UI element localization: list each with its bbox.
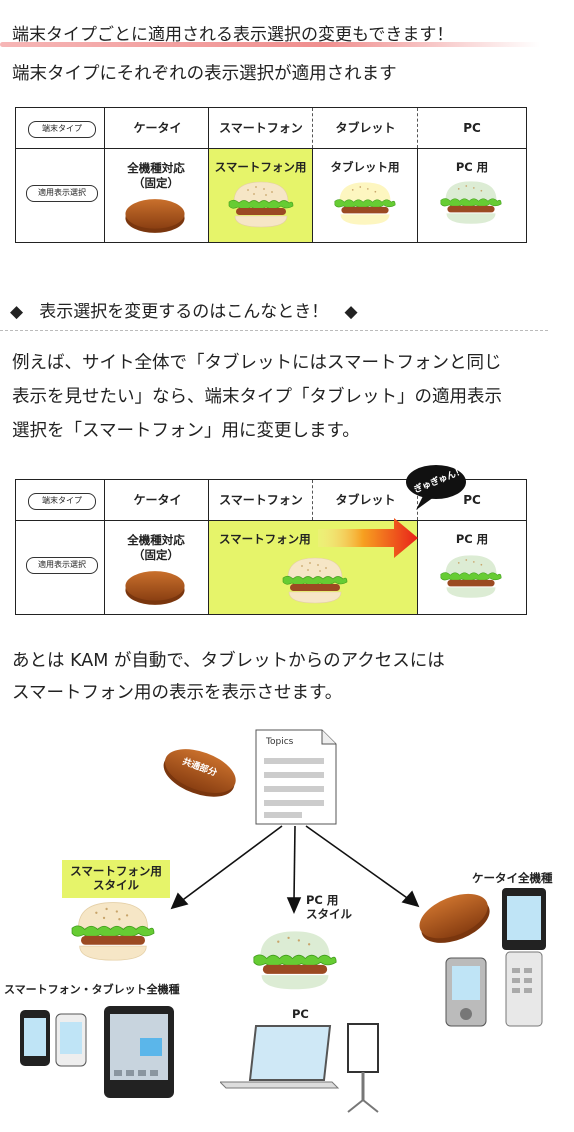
example-line-1: 例えば、サイト全体で「タブレットにはスマートフォンと同じ bbox=[12, 353, 502, 373]
pc-devices-icon bbox=[220, 1023, 379, 1113]
smartphone-tablet-devices-icon bbox=[20, 1006, 174, 1098]
cell-keitai: 全機種対応 （固定） bbox=[127, 161, 185, 190]
section-title-row: ◆ 表示選択を変更するのはこんなとき！ ◆ bbox=[10, 297, 358, 322]
row-label-display: 適用表示選択 bbox=[26, 185, 98, 202]
example-line-2: 表示を見せたい」なら、端末タイプ「タブレット」の適用表示 bbox=[12, 387, 502, 407]
col-tablet: タブレット bbox=[335, 121, 396, 135]
device-table-default: 端末タイプ ケータイ スマートフォン タブレット PC 適用表示選択 全機種対応… bbox=[15, 107, 527, 243]
diamond-icon: ◆ bbox=[344, 302, 358, 322]
divider bbox=[0, 330, 548, 331]
speech-bubble-icon bbox=[406, 465, 466, 510]
device-table-changed: 端末タイプ ケータイ スマートフォン タブレット PC 適用表示選択 全機種対応… bbox=[15, 479, 527, 615]
smart-tablet-all-label: スマートフォン・タブレット全機種 bbox=[4, 983, 180, 996]
heading-underline bbox=[0, 42, 540, 47]
burger-smartphone-icon bbox=[68, 900, 158, 964]
cell-pc: PC 用 bbox=[455, 160, 489, 174]
col-pc: PC bbox=[463, 493, 481, 507]
col-smartphone: スマートフォン bbox=[219, 121, 303, 135]
page-heading: 端末タイプごとに適用される表示選択の変更もできます！ bbox=[12, 25, 454, 45]
keitai-cookie-icon bbox=[419, 893, 490, 943]
intro-text: 端末タイプにそれぞれの表示選択が適用されます bbox=[12, 64, 397, 84]
table-header-row: 端末タイプ ケータイ スマートフォン タブレット PC bbox=[16, 108, 526, 149]
diamond-icon: ◆ bbox=[10, 302, 24, 322]
smart-style-label: スマートフォン用 スタイル bbox=[70, 864, 162, 892]
row-label-device: 端末タイプ bbox=[28, 121, 96, 138]
outro-line-2: スマートフォン用の表示を表示させます。 bbox=[12, 683, 343, 703]
burger-pc-icon bbox=[250, 918, 340, 1004]
row-label-display: 適用表示選択 bbox=[26, 557, 98, 574]
topics-label: Topics bbox=[266, 737, 294, 747]
outro-line-1: あとは KAM が自動で、タブレットからのアクセスには bbox=[12, 651, 445, 671]
cell-pc: PC 用 bbox=[455, 532, 489, 546]
common-cookie-icon bbox=[163, 749, 236, 797]
col-keitai: ケータイ bbox=[133, 121, 182, 135]
col-tablet: タブレット bbox=[335, 493, 396, 507]
cell-smartphone: スマートフォン用 bbox=[219, 532, 311, 546]
example-line-3: 選択を「スマートフォン」用に変更します。 bbox=[12, 421, 360, 441]
keitai-all-label: ケータイ全機種 bbox=[472, 871, 553, 885]
cell-tablet: タブレット用 bbox=[330, 160, 400, 174]
smart-style-box bbox=[62, 860, 170, 898]
table-header-row: 端末タイプ ケータイ スマートフォン タブレット PC bbox=[16, 480, 526, 521]
cell-smartphone: スマートフォン用 bbox=[214, 160, 307, 174]
pc-style-label: PC 用 スタイル bbox=[306, 893, 352, 921]
col-smartphone: スマートフォン bbox=[219, 493, 303, 507]
pc-label: PC bbox=[292, 1007, 309, 1021]
topics-document-icon bbox=[255, 729, 337, 825]
col-pc: PC bbox=[463, 121, 481, 135]
col-keitai: ケータイ bbox=[133, 493, 182, 507]
cell-keitai: 全機種対応 （固定） bbox=[127, 533, 185, 562]
red-arrow-icon bbox=[318, 518, 418, 558]
section-title: 表示選択を変更するのはこんなとき！ bbox=[39, 302, 329, 322]
row-label-device: 端末タイプ bbox=[28, 493, 96, 510]
feature-phones-icon bbox=[445, 888, 546, 1027]
